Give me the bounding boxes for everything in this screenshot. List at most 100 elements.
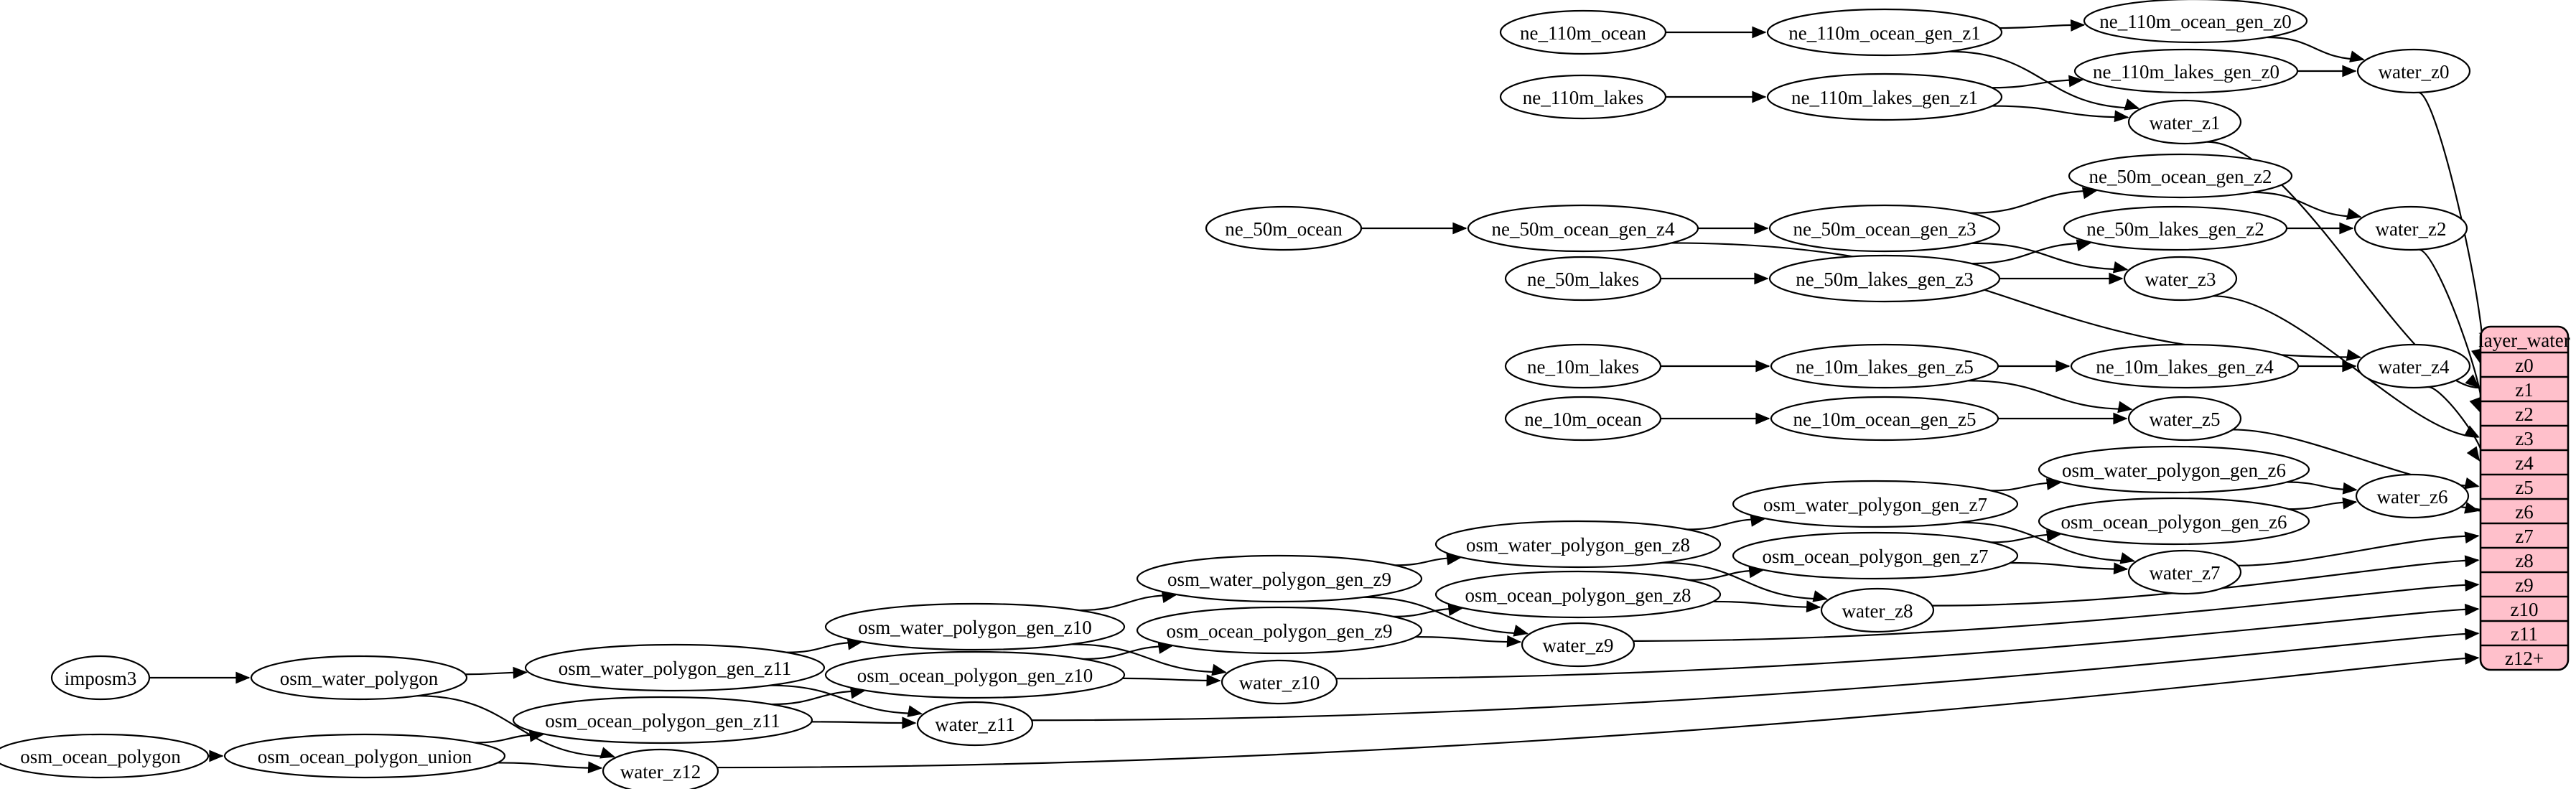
node-ellipse[interactable]: [223, 733, 506, 779]
node-ellipse[interactable]: [2083, 0, 2308, 44]
node-ellipse[interactable]: [824, 650, 1126, 699]
node-ne_110m_ocean_gen_z0[interactable]: ne_110m_ocean_gen_z0: [2083, 0, 2308, 44]
node-ellipse[interactable]: [1434, 570, 1722, 619]
node-ellipse[interactable]: [1205, 205, 1363, 251]
node-ellipse[interactable]: [2073, 48, 2299, 94]
node-water_z7[interactable]: water_z7: [2127, 549, 2242, 595]
node-imposm3[interactable]: imposm3: [50, 655, 151, 701]
node-ellipse[interactable]: [524, 643, 826, 692]
node-ellipse[interactable]: [1499, 9, 1667, 55]
node-osm_water_polygon[interactable]: osm_water_polygon: [250, 655, 468, 701]
table-row-z4[interactable]: z4: [2515, 452, 2534, 474]
node-ne_110m_ocean[interactable]: ne_110m_ocean: [1499, 9, 1667, 55]
node-ellipse[interactable]: [602, 748, 719, 789]
table-row-z11[interactable]: z11: [2511, 623, 2538, 645]
node-osm_water_polygon_gen_z10[interactable]: osm_water_polygon_gen_z10: [824, 602, 1126, 651]
node-ellipse[interactable]: [2353, 205, 2468, 251]
node-ne_110m_lakes_gen_z0[interactable]: ne_110m_lakes_gen_z0: [2073, 48, 2299, 94]
node-ne_10m_ocean[interactable]: ne_10m_ocean: [1504, 396, 1662, 442]
node-ne_50m_lakes_gen_z2[interactable]: ne_50m_lakes_gen_z2: [2063, 205, 2288, 251]
node-ne_50m_lakes_gen_z3[interactable]: ne_50m_lakes_gen_z3: [1768, 254, 2001, 303]
node-ellipse[interactable]: [512, 696, 813, 744]
node-osm_ocean_polygon_gen_z8[interactable]: osm_ocean_polygon_gen_z8: [1434, 570, 1722, 619]
node-ellipse[interactable]: [1766, 8, 2003, 57]
node-water_z2[interactable]: water_z2: [2353, 205, 2468, 251]
node-water_z8[interactable]: water_z8: [1820, 587, 1935, 633]
node-ellipse[interactable]: [2127, 396, 2242, 442]
node-ellipse[interactable]: [2127, 549, 2242, 595]
table-row-z3[interactable]: z3: [2515, 428, 2533, 449]
node-ellipse[interactable]: [2038, 497, 2310, 546]
node-ne_110m_lakes[interactable]: ne_110m_lakes: [1499, 74, 1667, 120]
node-water_z6[interactable]: water_z6: [2355, 473, 2470, 519]
node-ellipse[interactable]: [1768, 254, 2001, 303]
node-water_z1[interactable]: water_z1: [2127, 99, 2242, 145]
node-ellipse[interactable]: [1732, 531, 2019, 580]
node-ne_10m_lakes_gen_z5[interactable]: ne_10m_lakes_gen_z5: [1770, 343, 1999, 389]
node-ne_50m_ocean[interactable]: ne_50m_ocean: [1205, 205, 1363, 251]
node-ne_50m_ocean_gen_z2[interactable]: ne_50m_ocean_gen_z2: [2068, 153, 2293, 199]
node-water_z0[interactable]: water_z0: [2356, 48, 2471, 94]
node-ellipse[interactable]: [2356, 343, 2471, 389]
node-ellipse[interactable]: [1770, 396, 1999, 442]
node-ne_50m_ocean_gen_z3[interactable]: ne_50m_ocean_gen_z3: [1768, 204, 2001, 253]
table-row-z8[interactable]: z8: [2515, 550, 2533, 571]
node-osm_ocean_polygon_gen_z11[interactable]: osm_ocean_polygon_gen_z11: [512, 696, 813, 744]
table-row-z5[interactable]: z5: [2515, 477, 2533, 498]
node-water_z10[interactable]: water_z10: [1221, 659, 1338, 705]
node-ellipse[interactable]: [2038, 445, 2310, 494]
node-osm_ocean_polygon_union[interactable]: osm_ocean_polygon_union: [223, 733, 506, 779]
node-ellipse[interactable]: [1499, 74, 1667, 120]
node-osm_water_polygon_gen_z6[interactable]: osm_water_polygon_gen_z6: [2038, 445, 2310, 494]
node-ellipse[interactable]: [2070, 343, 2300, 389]
node-ellipse[interactable]: [2355, 473, 2470, 519]
node-water_z12[interactable]: water_z12: [602, 748, 719, 789]
node-ellipse[interactable]: [2123, 256, 2238, 302]
node-ellipse[interactable]: [1504, 396, 1662, 442]
table-row-z1[interactable]: z1: [2515, 379, 2533, 401]
node-ne_10m_lakes_gen_z4[interactable]: ne_10m_lakes_gen_z4: [2070, 343, 2300, 389]
node-ellipse[interactable]: [1434, 520, 1722, 569]
node-ellipse[interactable]: [1766, 73, 2003, 121]
node-osm_ocean_polygon[interactable]: osm_ocean_polygon: [0, 733, 210, 779]
node-ellipse[interactable]: [0, 733, 210, 779]
node-ne_50m_lakes[interactable]: ne_50m_lakes: [1504, 256, 1662, 302]
node-osm_water_polygon_gen_z7[interactable]: osm_water_polygon_gen_z7: [1732, 480, 2019, 528]
node-ellipse[interactable]: [1770, 343, 1999, 389]
node-ellipse[interactable]: [50, 655, 151, 701]
node-osm_ocean_polygon_gen_z10[interactable]: osm_ocean_polygon_gen_z10: [824, 650, 1126, 699]
node-osm_water_polygon_gen_z8[interactable]: osm_water_polygon_gen_z8: [1434, 520, 1722, 569]
node-ellipse[interactable]: [1732, 480, 2019, 528]
node-ellipse[interactable]: [1768, 204, 2001, 253]
node-ellipse[interactable]: [2356, 48, 2471, 94]
node-ellipse[interactable]: [2063, 205, 2288, 251]
node-ellipse[interactable]: [2127, 99, 2242, 145]
table-row-z7[interactable]: z7: [2515, 526, 2533, 547]
node-ellipse[interactable]: [1504, 256, 1662, 302]
node-ne_10m_ocean_gen_z5[interactable]: ne_10m_ocean_gen_z5: [1770, 396, 1999, 442]
layer-water-table[interactable]: layer_waterz0z1z2z3z4z5z6z7z8z9z10z11z12…: [2478, 325, 2570, 671]
node-ellipse[interactable]: [1521, 622, 1635, 668]
node-osm_water_polygon_gen_z11[interactable]: osm_water_polygon_gen_z11: [524, 643, 826, 692]
node-ellipse[interactable]: [1136, 606, 1423, 655]
table-row-z12plus[interactable]: z12+: [2505, 648, 2544, 669]
table-row-z10[interactable]: z10: [2511, 599, 2539, 620]
node-water_z4[interactable]: water_z4: [2356, 343, 2471, 389]
table-row-z0[interactable]: z0: [2515, 355, 2533, 376]
node-ellipse[interactable]: [824, 602, 1126, 651]
node-ellipse[interactable]: [1221, 659, 1338, 705]
node-ellipse[interactable]: [1467, 204, 1699, 253]
node-osm_ocean_polygon_gen_z9[interactable]: osm_ocean_polygon_gen_z9: [1136, 606, 1423, 655]
node-ne_110m_ocean_gen_z1[interactable]: ne_110m_ocean_gen_z1: [1766, 8, 2003, 57]
node-osm_water_polygon_gen_z9[interactable]: osm_water_polygon_gen_z9: [1136, 554, 1423, 603]
node-water_z9[interactable]: water_z9: [1521, 622, 1635, 668]
node-water_z5[interactable]: water_z5: [2127, 396, 2242, 442]
node-ne_110m_lakes_gen_z1[interactable]: ne_110m_lakes_gen_z1: [1766, 73, 2003, 121]
node-ellipse[interactable]: [250, 655, 468, 701]
node-ellipse[interactable]: [2068, 153, 2293, 199]
node-osm_ocean_polygon_gen_z6[interactable]: osm_ocean_polygon_gen_z6: [2038, 497, 2310, 546]
node-ellipse[interactable]: [1136, 554, 1423, 603]
table-row-z2[interactable]: z2: [2515, 403, 2533, 425]
node-osm_ocean_polygon_gen_z7[interactable]: osm_ocean_polygon_gen_z7: [1732, 531, 2019, 580]
node-ellipse[interactable]: [916, 701, 1034, 747]
